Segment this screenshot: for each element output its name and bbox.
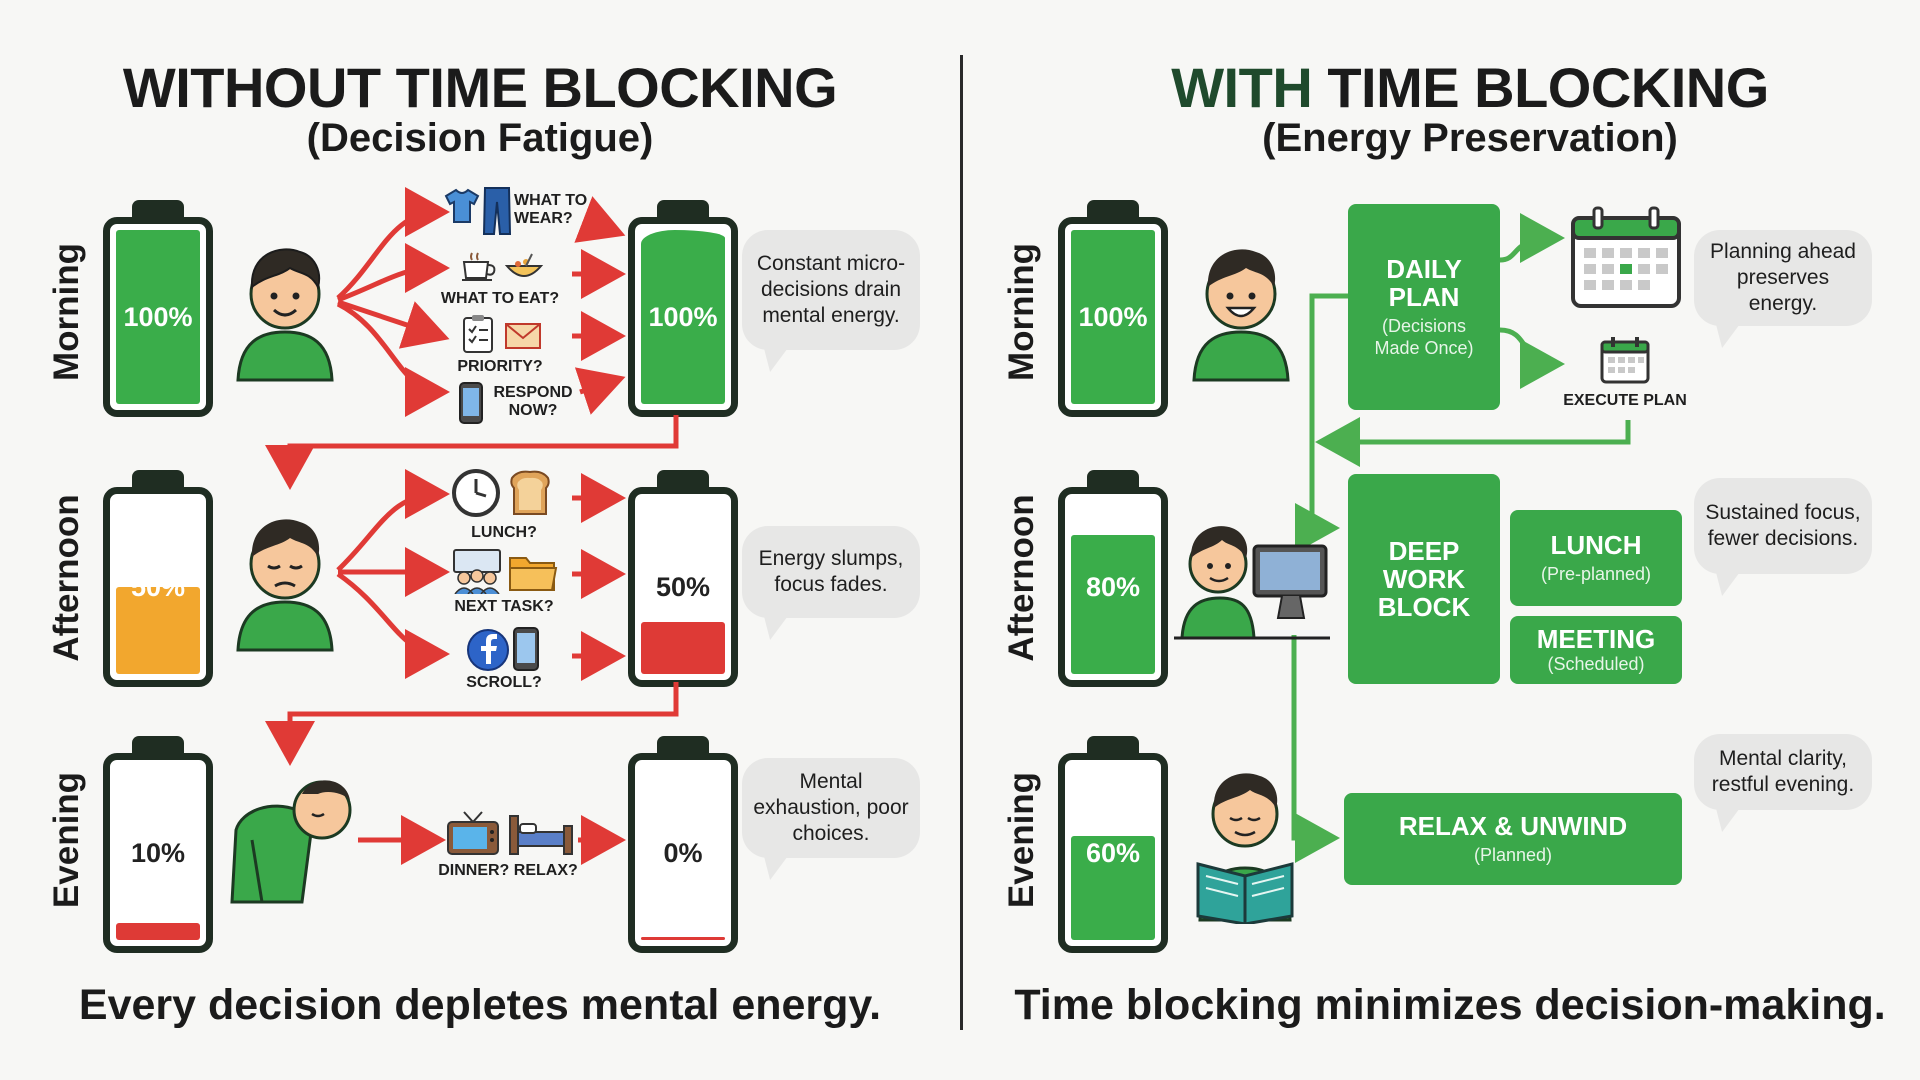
label-what-to-wear: WHAT TO WEAR? xyxy=(514,192,588,227)
label-priority: PRIORITY? xyxy=(457,358,543,375)
battery-percent: 60% xyxy=(1085,838,1141,868)
battery-right-afternoon: 80% xyxy=(1058,470,1168,687)
label-next-task: NEXT TASK? xyxy=(454,598,554,615)
block-daily-plan: DAILY PLAN (Decisions Made Once) xyxy=(1348,204,1500,410)
block-subtitle: (Scheduled) xyxy=(1547,654,1645,674)
bubble-text: Planning ahead preserves energy. xyxy=(1710,240,1856,315)
bubble-text: Mental exhaustion, poor choices. xyxy=(753,770,909,845)
battery-fill xyxy=(116,923,200,940)
battery-fill xyxy=(641,230,725,404)
label-respond-now: RESPOND NOW? xyxy=(493,384,573,419)
left-title: WITHOUT TIME BLOCKING xyxy=(122,56,838,119)
battery-fill xyxy=(1071,535,1155,674)
battery-left-morning-start: 100% xyxy=(103,200,213,417)
folder-icon xyxy=(509,557,558,591)
person-smiling-icon xyxy=(236,248,334,382)
battery-fill xyxy=(116,587,200,674)
shirt-icon xyxy=(444,188,480,223)
block-lunch: LUNCH (Pre-planned) xyxy=(1510,510,1682,606)
block-title: MEETING xyxy=(1536,624,1656,654)
label-dinner-relax: DINNER? RELAX? xyxy=(438,862,578,879)
battery-percent: 0% xyxy=(663,838,703,868)
battery-right-evening: 60% xyxy=(1058,736,1168,953)
person-at-computer-icon xyxy=(1174,526,1330,640)
battery-percent: 80% xyxy=(1085,572,1141,602)
bubble-right-morning: Planning ahead preserves energy. xyxy=(1694,230,1872,348)
center-divider xyxy=(960,55,963,1030)
envelope-icon xyxy=(505,323,541,349)
bubble-text: Energy slumps, focus fades. xyxy=(758,547,904,596)
battery-left-evening-end: 0% xyxy=(628,736,738,953)
bowl-icon xyxy=(504,253,544,277)
phone-icon xyxy=(459,382,483,424)
bubble-left-afternoon: Energy slumps, focus fades. xyxy=(742,526,920,640)
label-scroll: SCROLL? xyxy=(466,674,542,691)
toast-icon xyxy=(510,470,550,515)
battery-left-morning-end: 100% xyxy=(628,200,738,417)
block-title: DAILY PLAN xyxy=(1386,254,1462,312)
person-smiling-icon xyxy=(1192,249,1290,382)
block-title: RELAX & UNWIND xyxy=(1398,811,1628,841)
bubble-left-morning: Constant micro-decisions drain mental en… xyxy=(742,230,920,372)
battery-fill xyxy=(641,622,725,674)
right-title-rest: TIME BLOCKING xyxy=(1312,56,1769,119)
left-subtitle: (Decision Fatigue) xyxy=(306,116,654,160)
right-title: WITH TIME BLOCKING xyxy=(1080,60,1860,116)
label-what-to-eat: WHAT TO EAT? xyxy=(440,290,560,307)
battery-right-morning: 100% xyxy=(1058,200,1168,417)
block-title: LUNCH xyxy=(1550,530,1642,560)
right-footer: Time blocking minimizes decision-making. xyxy=(1014,981,1886,1029)
left-footer: Every decision depletes mental energy. xyxy=(78,981,882,1029)
block-title: DEEP WORK BLOCK xyxy=(1377,536,1471,622)
facebook-icon xyxy=(467,629,509,671)
battery-percent: 100% xyxy=(1078,302,1148,332)
right-subtitle: (Energy Preservation) xyxy=(1262,116,1678,160)
block-deep-work: DEEP WORK BLOCK xyxy=(1348,474,1500,684)
battery-percent: 50% xyxy=(655,572,711,602)
bubble-right-afternoon: Sustained focus, fewer decisions. xyxy=(1694,478,1872,596)
checklist-icon xyxy=(463,315,493,353)
battery-percent: 50% xyxy=(130,572,186,602)
tv-icon xyxy=(447,811,499,855)
bubble-right-evening: Mental clarity, restful evening. xyxy=(1694,734,1872,832)
battery-fill xyxy=(1071,230,1155,404)
coffee-icon xyxy=(462,252,496,281)
bubble-text: Sustained focus, fewer decisions. xyxy=(1705,501,1861,550)
right-title-accent: WITH xyxy=(1171,56,1313,119)
calendar-icon xyxy=(1600,337,1650,384)
block-relax: RELAX & UNWIND (Planned) xyxy=(1344,793,1682,885)
label-lunch: LUNCH? xyxy=(471,524,537,541)
bubble-text: Mental clarity, restful evening. xyxy=(1711,747,1855,796)
label-execute-plan: EXECUTE PLAN xyxy=(1563,392,1687,409)
battery-percent: 100% xyxy=(648,302,718,332)
phone-icon xyxy=(513,627,539,671)
battery-percent: 10% xyxy=(130,838,186,868)
battery-fill xyxy=(1071,836,1155,940)
person-tired-icon xyxy=(236,519,334,652)
block-subtitle: (Pre-planned) xyxy=(1540,564,1652,584)
battery-left-evening-start: 10% xyxy=(103,736,213,953)
bubble-left-evening: Mental exhaustion, poor choices. xyxy=(742,758,920,880)
battery-left-afternoon-start: 50% xyxy=(103,470,213,687)
battery-left-afternoon-end: 50% xyxy=(628,470,738,687)
person-slumped-icon xyxy=(230,780,352,904)
team-icon xyxy=(453,549,501,594)
person-reading-icon xyxy=(1196,773,1294,924)
block-subtitle: (Decisions Made Once) xyxy=(1374,316,1474,358)
bubble-text: Constant micro-decisions drain mental en… xyxy=(756,252,906,327)
battery-fill xyxy=(641,937,725,940)
block-meeting: MEETING (Scheduled) xyxy=(1510,616,1682,684)
bed-icon xyxy=(509,815,573,855)
jeans-icon xyxy=(482,187,512,235)
battery-fill xyxy=(116,230,200,404)
calendar-icon xyxy=(1571,206,1681,308)
battery-percent: 100% xyxy=(123,302,193,332)
clock-icon xyxy=(452,469,500,517)
block-subtitle: (Planned) xyxy=(1473,845,1553,865)
